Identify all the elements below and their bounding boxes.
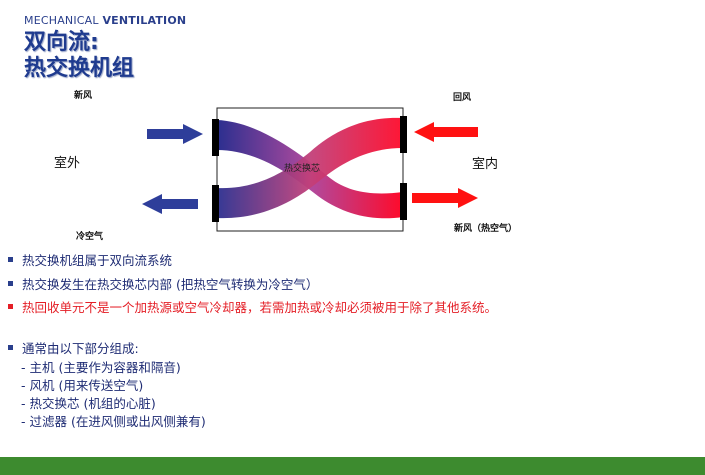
port-plate-bottom-left xyxy=(212,185,219,222)
sub-list-item: - 风机 (用来传送空气) xyxy=(21,378,144,393)
airflow-band-indoor xyxy=(217,117,403,219)
arrow-out-left-icon xyxy=(142,194,198,214)
label-fresh-air-in: 新风 xyxy=(74,91,93,101)
arrow-out-right-icon xyxy=(412,188,478,208)
page-title-line2: 热交换机组 xyxy=(24,56,135,81)
label-heat-exchange-core: 热交换芯 xyxy=(284,164,321,174)
bullet-text: 热交换机组属于双向流系统 xyxy=(22,253,173,268)
port-plate-top-right xyxy=(400,116,407,153)
footer-bar xyxy=(0,457,705,475)
bullet-text: 热回收单元不是一个加热源或空气冷却器，若需加热或冷却必须被用于除了其他系统。 xyxy=(22,300,498,315)
page-title-line1: 双向流: xyxy=(24,30,99,55)
sub-list-item: - 过滤器 (在进风侧或出风侧兼有) xyxy=(21,414,206,429)
section-header: MECHANICAL VENTILATION xyxy=(24,14,186,27)
bullet-item: 热交换发生在热交换芯内部 (把热空气转换为冷空气） xyxy=(8,274,318,293)
sub-list-item: - 主机 (主要作为容器和隔音) xyxy=(21,360,181,375)
bullet-marker xyxy=(8,257,13,262)
page-title: 双向流: 热交换机组 xyxy=(24,30,134,82)
bullet-marker xyxy=(8,304,13,309)
label-indoor: 室内 xyxy=(472,157,499,172)
arrow-in-left-icon xyxy=(147,124,203,144)
arrow-in-right-icon xyxy=(414,122,478,142)
heat-exchanger-diagram: 新风 回风 冷空气 新风（热空气） 室外 室内 热交换芯 xyxy=(54,91,518,242)
diagram-graphic xyxy=(142,107,478,232)
bullet-marker xyxy=(8,345,13,350)
port-plate-top-left xyxy=(212,119,219,156)
section-header-part2: VENTILATION xyxy=(102,14,187,27)
label-fresh-air-warm: 新风（热空气） xyxy=(454,224,518,234)
bullet-item-warning: 热回收单元不是一个加热源或空气冷却器，若需加热或冷却必须被用于除了其他系统。 xyxy=(8,297,497,316)
bullet-text: 通常由以下部分组成: xyxy=(22,341,139,356)
sub-list-item: - 热交换芯 (机组的心脏) xyxy=(21,396,156,411)
label-outdoor: 室外 xyxy=(54,156,81,171)
bullet-marker xyxy=(8,281,13,286)
bullet-item: 通常由以下部分组成: xyxy=(8,338,139,357)
bullet-item: 热交换机组属于双向流系统 xyxy=(8,250,172,269)
bullet-text: 热交换发生在热交换芯内部 (把热空气转换为冷空气） xyxy=(22,277,319,292)
label-return-air: 回风 xyxy=(453,93,472,103)
section-header-part1: MECHANICAL xyxy=(24,14,99,27)
port-plate-bottom-right xyxy=(400,183,407,220)
label-cold-air: 冷空气 xyxy=(76,232,104,242)
